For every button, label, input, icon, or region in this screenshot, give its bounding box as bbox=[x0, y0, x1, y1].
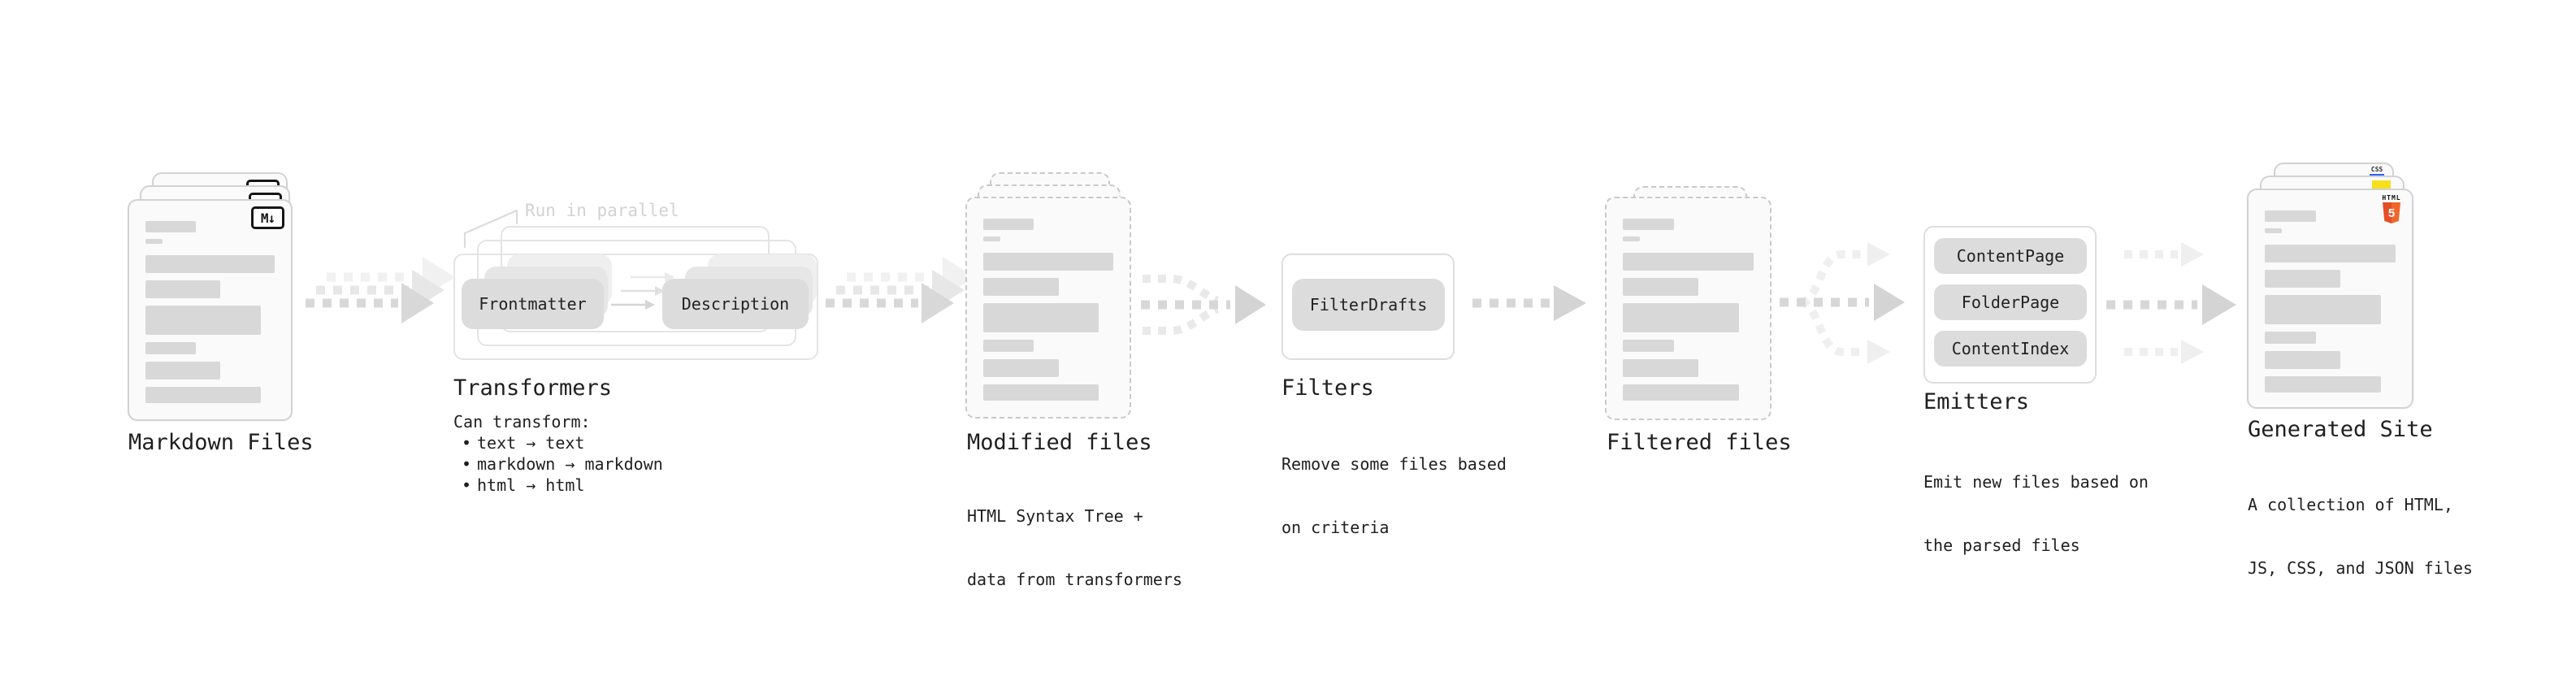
arrow-emitters-to-generated bbox=[2106, 242, 2236, 364]
modified-files-desc-line: HTML Syntax Tree + bbox=[967, 506, 1143, 526]
generated-site-description: A collection of HTML, JS, CSS, and JSON … bbox=[2248, 452, 2473, 621]
contentindex-pill: ContentIndex bbox=[1934, 331, 2087, 367]
arrow-filters-to-filtered bbox=[1472, 285, 1586, 321]
generated-site-label: Generated Site bbox=[2248, 417, 2433, 442]
transformers-bullet-list: text → text markdown → markdown html → h… bbox=[453, 432, 663, 496]
transformer-box bbox=[453, 254, 818, 360]
filterdrafts-pill: FilterDrafts bbox=[1292, 279, 1445, 331]
modified-files-label: Modified files bbox=[967, 430, 1152, 455]
markdown-files-label: Markdown Files bbox=[128, 430, 314, 455]
generated-site-desc-line: JS, CSS, and JSON files bbox=[2248, 558, 2473, 578]
generated-html-file-card: HTML 5 bbox=[2247, 189, 2413, 409]
modified-files-description: HTML Syntax Tree + data from transformer… bbox=[967, 463, 1182, 632]
html5-icon: HTML 5 bbox=[2381, 194, 2402, 223]
emitters-description: Emit new files based on the parsed files bbox=[1923, 429, 2149, 598]
transformer-inner-arrows bbox=[611, 272, 674, 310]
generated-site-desc-line: A collection of HTML, bbox=[2248, 495, 2453, 514]
transform-bullet: text → text bbox=[453, 432, 663, 453]
html5-icon-shield: 5 bbox=[2383, 202, 2400, 223]
arrow-filtered-to-emitters bbox=[1780, 242, 1905, 364]
document-skeleton bbox=[2249, 190, 2412, 407]
description-pill: Description bbox=[662, 279, 809, 329]
emitters-heading: Emitters bbox=[1923, 389, 2030, 414]
document-skeleton bbox=[129, 201, 291, 419]
css-icon: CSS bbox=[2368, 167, 2386, 176]
filters-heading: Filters bbox=[1281, 375, 1374, 401]
modified-file-card bbox=[965, 197, 1131, 419]
transformers-heading: Transformers bbox=[453, 375, 613, 401]
arrow-transformers-to-modified bbox=[826, 257, 975, 323]
emitters-desc-line: Emit new files based on bbox=[1923, 472, 2149, 492]
transform-bullet: html → html bbox=[453, 475, 663, 496]
run-in-parallel-leader-line bbox=[463, 209, 518, 249]
markdown-file-card: M↓ bbox=[128, 199, 293, 421]
js-icon bbox=[2372, 180, 2391, 189]
folderpage-pill: FolderPage bbox=[1934, 284, 2087, 320]
filtered-files-label: Filtered files bbox=[1607, 430, 1792, 455]
html5-icon-word: HTML bbox=[2382, 194, 2401, 202]
arrow-modified-to-filters bbox=[1141, 275, 1266, 335]
filters-desc-line: Remove some files based bbox=[1281, 454, 1507, 474]
frontmatter-pill: Frontmatter bbox=[462, 279, 604, 329]
contentpage-pill: ContentPage bbox=[1934, 238, 2087, 274]
transformers-subtitle: Can transform: bbox=[453, 412, 591, 432]
filters-desc-line: on criteria bbox=[1281, 518, 1390, 537]
arrow-markdown-to-transformers bbox=[306, 257, 455, 323]
emitters-desc-line: the parsed files bbox=[1923, 536, 2080, 555]
transform-bullet: markdown → markdown bbox=[453, 453, 663, 475]
run-in-parallel-annotation: Run in parallel bbox=[525, 201, 679, 220]
modified-files-desc-line: data from transformers bbox=[967, 570, 1182, 589]
markdown-icon: M↓ bbox=[251, 206, 284, 229]
document-skeleton bbox=[1607, 198, 1770, 419]
filtered-file-card bbox=[1605, 197, 1772, 420]
document-skeleton bbox=[967, 198, 1130, 417]
css-icon-text: CSS bbox=[2370, 166, 2383, 173]
filters-description: Remove some files based on criteria bbox=[1281, 411, 1507, 580]
css-icon-bar bbox=[2370, 174, 2384, 176]
